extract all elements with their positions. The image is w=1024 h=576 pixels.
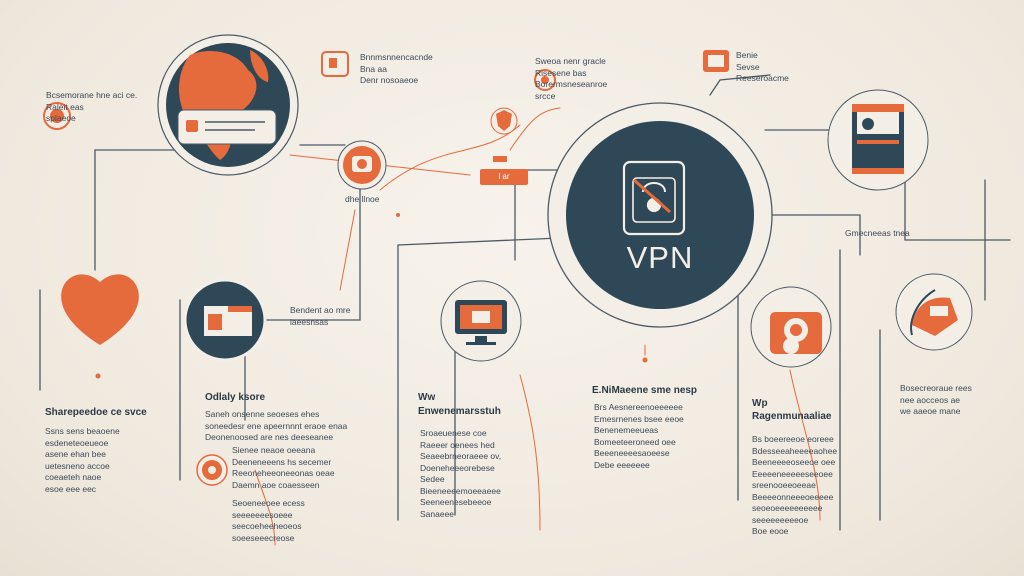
tablet-icon-right-top xyxy=(703,50,729,72)
column-1-text: Ssns sens beaoene esdeneteoeueoe asene e… xyxy=(45,426,120,494)
shield-icon xyxy=(490,107,518,135)
top-left-note: Bnnmsnnencacnde Bna aa Denr nosoaeoe xyxy=(360,52,433,85)
column-2-text-b: Sienee neaoe oeeana Deeneneeens hs secem… xyxy=(232,445,335,490)
link-orange-6 xyxy=(789,369,821,521)
heading-2: Odlaly ksore xyxy=(205,392,266,403)
heading-3: Enwenemarsstuh xyxy=(418,406,501,417)
top-center-note: Sweoa nenr gracle Risesene bas Borermsne… xyxy=(535,56,608,101)
vpn-hub xyxy=(547,102,773,328)
padlock-icon xyxy=(622,160,686,236)
column-4-text: Brs Aesnereenoeeeeee Emesrnenes bsee eeo… xyxy=(594,402,684,470)
link-orange-5 xyxy=(519,374,541,531)
link-orange-7 xyxy=(254,469,276,546)
link-far-right xyxy=(904,179,1011,241)
right-side-note: Gmecneeas tnea xyxy=(845,228,910,238)
link-top-right xyxy=(709,74,771,96)
vpn-hub-label: VPN xyxy=(626,240,694,275)
link-orange-4 xyxy=(379,124,521,191)
heading-1: Sharepeedoe ce svce xyxy=(45,407,147,418)
column-3-text: Sroaeuenese coe Raeeer oenees hed Seaeeb… xyxy=(420,428,502,519)
heart-icon xyxy=(61,274,139,345)
laptop-icon-mid xyxy=(183,278,267,362)
heading-5: Ragenmunaaliae xyxy=(752,411,832,422)
column-2-text-a: Saneh onsenne seoeses ehes soneedesr ene… xyxy=(205,409,348,442)
camera-icon xyxy=(750,286,832,368)
chat-icon-top xyxy=(534,69,556,91)
far-right-note: Bosecreoraue rees nee aocceos ae we aaeo… xyxy=(900,383,972,416)
chat-icon-left xyxy=(43,102,71,130)
link-orange-3 xyxy=(339,209,356,291)
heading-7: Wp xyxy=(752,398,768,409)
hand-icon xyxy=(895,273,973,351)
top-right-note: Benie Sevse Reeseroacme xyxy=(736,50,789,83)
small-label: dhe llnoe xyxy=(345,194,380,204)
heading-6: Ww xyxy=(418,392,436,403)
link-mid xyxy=(244,179,361,421)
camera-icon-center xyxy=(337,140,387,190)
link-vpn-right xyxy=(759,214,861,256)
mid-left-note: Bendent ao mre laeesnsas xyxy=(290,305,351,327)
heading-4: E.NiMaeene sme nesp xyxy=(592,385,698,396)
globe-icon xyxy=(157,34,299,176)
link-orange-2 xyxy=(509,107,561,151)
orange-tag: l ar xyxy=(480,169,528,185)
globe-note: Bcsemorane hne aci ce. Raleit eas splaeo… xyxy=(46,90,138,123)
column-5-text: Bs boeereeoe eoreee Bdesseeaheeeeaohee B… xyxy=(752,434,838,536)
monitor-icon xyxy=(440,280,522,362)
tablet-icon-top xyxy=(321,51,349,77)
shield-icon-lower xyxy=(196,454,228,486)
laptop-icon xyxy=(827,89,929,191)
link-mid-3 xyxy=(397,237,561,246)
column-2-text-c: Seoeneeoee ecess seeeeeeesoeee seecoehee… xyxy=(232,498,305,543)
